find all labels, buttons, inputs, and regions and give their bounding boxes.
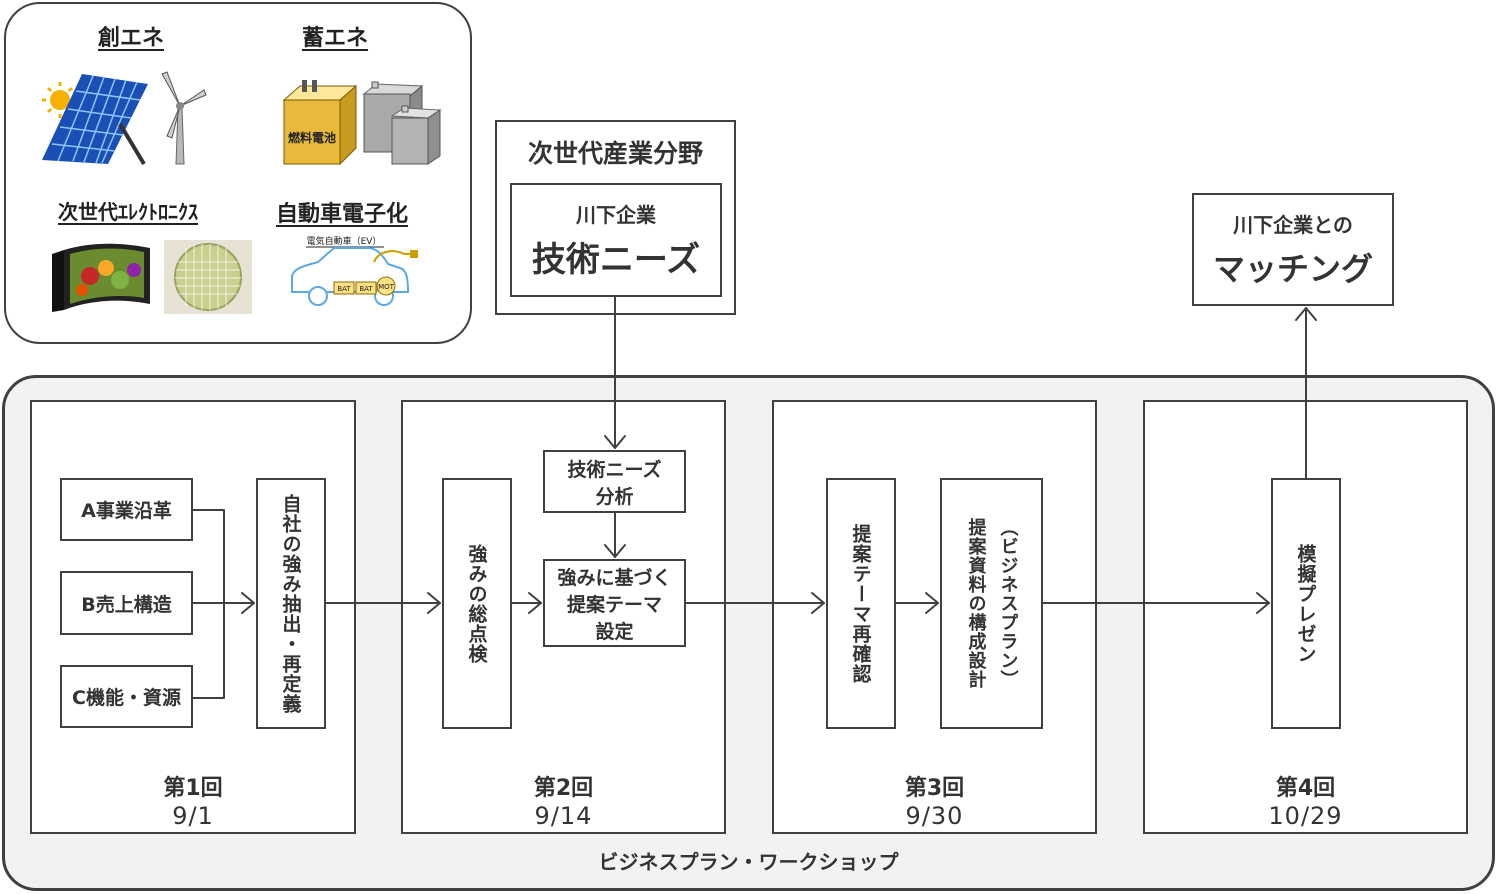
proposal-design-box: （ビジネスプラン） 提案資料の構成設計 <box>940 478 1043 729</box>
arrowhead-theme <box>528 592 542 614</box>
theme-setting-line2: 提案テーマ <box>566 593 662 616</box>
theme-setting-box: 強みに基づく 提案テーマ 設定 <box>543 559 686 647</box>
arrowhead-reconfirm <box>811 592 825 614</box>
technical-needs-label: 技術ニーズ <box>531 240 701 280</box>
mot-label: MOT <box>378 283 395 291</box>
needs-analysis-box: 技術ニーズ 分析 <box>543 450 686 513</box>
sales-structure-box: B売上構造 <box>60 571 193 635</box>
wind-turbine-image <box>161 71 207 165</box>
round4-date: 10/29 <box>1268 802 1343 830</box>
proposal-design-label: 提案資料の構成設計 <box>965 518 987 689</box>
mock-presentation-label: 模擬プレゼン <box>1294 543 1317 664</box>
round1-name: 第1回 <box>163 776 223 801</box>
round2-name: 第2回 <box>533 776 594 801</box>
ev-label: 電気自動車（EV） <box>307 235 382 247</box>
semiconductor-wafer-image <box>164 240 252 314</box>
theme-setting-line1: 強みに基づく <box>557 566 672 589</box>
needs-analysis-line1: 技術ニーズ <box>567 458 662 481</box>
strength-review-label: 強みの総点検 <box>465 543 488 664</box>
round2-label: 第2回 9/14 <box>401 770 726 830</box>
solar-panel-image <box>42 74 148 166</box>
matching-line1: 川下企業との <box>1233 213 1353 237</box>
mock-presentation-box: 模擬プレゼン <box>1271 478 1341 729</box>
arrowhead-presentation <box>1256 592 1270 614</box>
bat-label-1: BAT <box>337 285 351 293</box>
matching-box: 川下企業との マッチング <box>1192 193 1394 306</box>
round4-label: 第4回 10/29 <box>1143 770 1468 830</box>
needs-analysis-line2: 分析 <box>595 485 634 508</box>
history-box: A事業沿革 <box>60 478 193 541</box>
round1-date: 9/1 <box>172 802 214 830</box>
round3-name: 第3回 <box>904 776 965 801</box>
auto-electronics-title: 自動車電子化 <box>276 202 409 227</box>
function-resource-box: C機能・資源 <box>60 665 193 728</box>
round3-date: 9/30 <box>905 802 964 830</box>
theme-reconfirm-box: 提案テーマ再確認 <box>826 478 896 729</box>
downstream-needs-box: 川下企業 技術ニーズ <box>510 183 722 297</box>
theme-setting-line3: 設定 <box>595 620 634 643</box>
flexible-display-image <box>52 243 150 312</box>
bat-label-2: BAT <box>359 285 373 293</box>
downstream-company-label: 川下企業 <box>576 203 656 227</box>
fuel-cell-image: 燃料電池 <box>282 80 358 166</box>
strength-review-box: 強みの総点検 <box>442 478 512 729</box>
next-gen-electronics-title: 次世代ｴﾚｸﾄﾛﾆｸｽ <box>58 200 198 224</box>
arrowhead-extract <box>241 592 255 614</box>
round4-name: 第4回 <box>1275 776 1336 801</box>
arrowhead-theme-down <box>604 544 626 558</box>
matching-line2: マッチング <box>1212 250 1373 288</box>
round3-label: 第3回 9/30 <box>772 770 1097 830</box>
fuel-cell-label: 燃料電池 <box>288 130 336 145</box>
theme-reconfirm-label: 提案テーマ再確認 <box>849 523 872 684</box>
arrowhead-analysis <box>604 435 626 449</box>
store-energy-title: 蓄エネ <box>302 26 369 51</box>
business-plan-paren-label: （ビジネスプラン） <box>997 518 1019 689</box>
create-energy-title: 創エネ <box>98 26 165 51</box>
round2-date: 9/14 <box>534 802 593 830</box>
workshop-label: ビジネスプラン・ワークショップ <box>598 850 899 874</box>
battery-cell-image <box>362 81 442 165</box>
arrowhead-review <box>427 592 441 614</box>
arrowhead-matching <box>1295 307 1317 321</box>
strength-extraction-box: 自社の強み抽出・再定義 <box>256 478 326 729</box>
strength-extraction-label: 自社の強み抽出・再定義 <box>279 493 302 714</box>
arrowhead-design <box>925 592 939 614</box>
next-gen-industry-title: 次世代産業分野 <box>527 139 703 168</box>
sun-icon <box>50 90 70 110</box>
round1-label: 第1回 9/1 <box>30 770 356 830</box>
electric-vehicle-image: 電気自動車（EV） BAT BAT MOT <box>291 235 418 306</box>
